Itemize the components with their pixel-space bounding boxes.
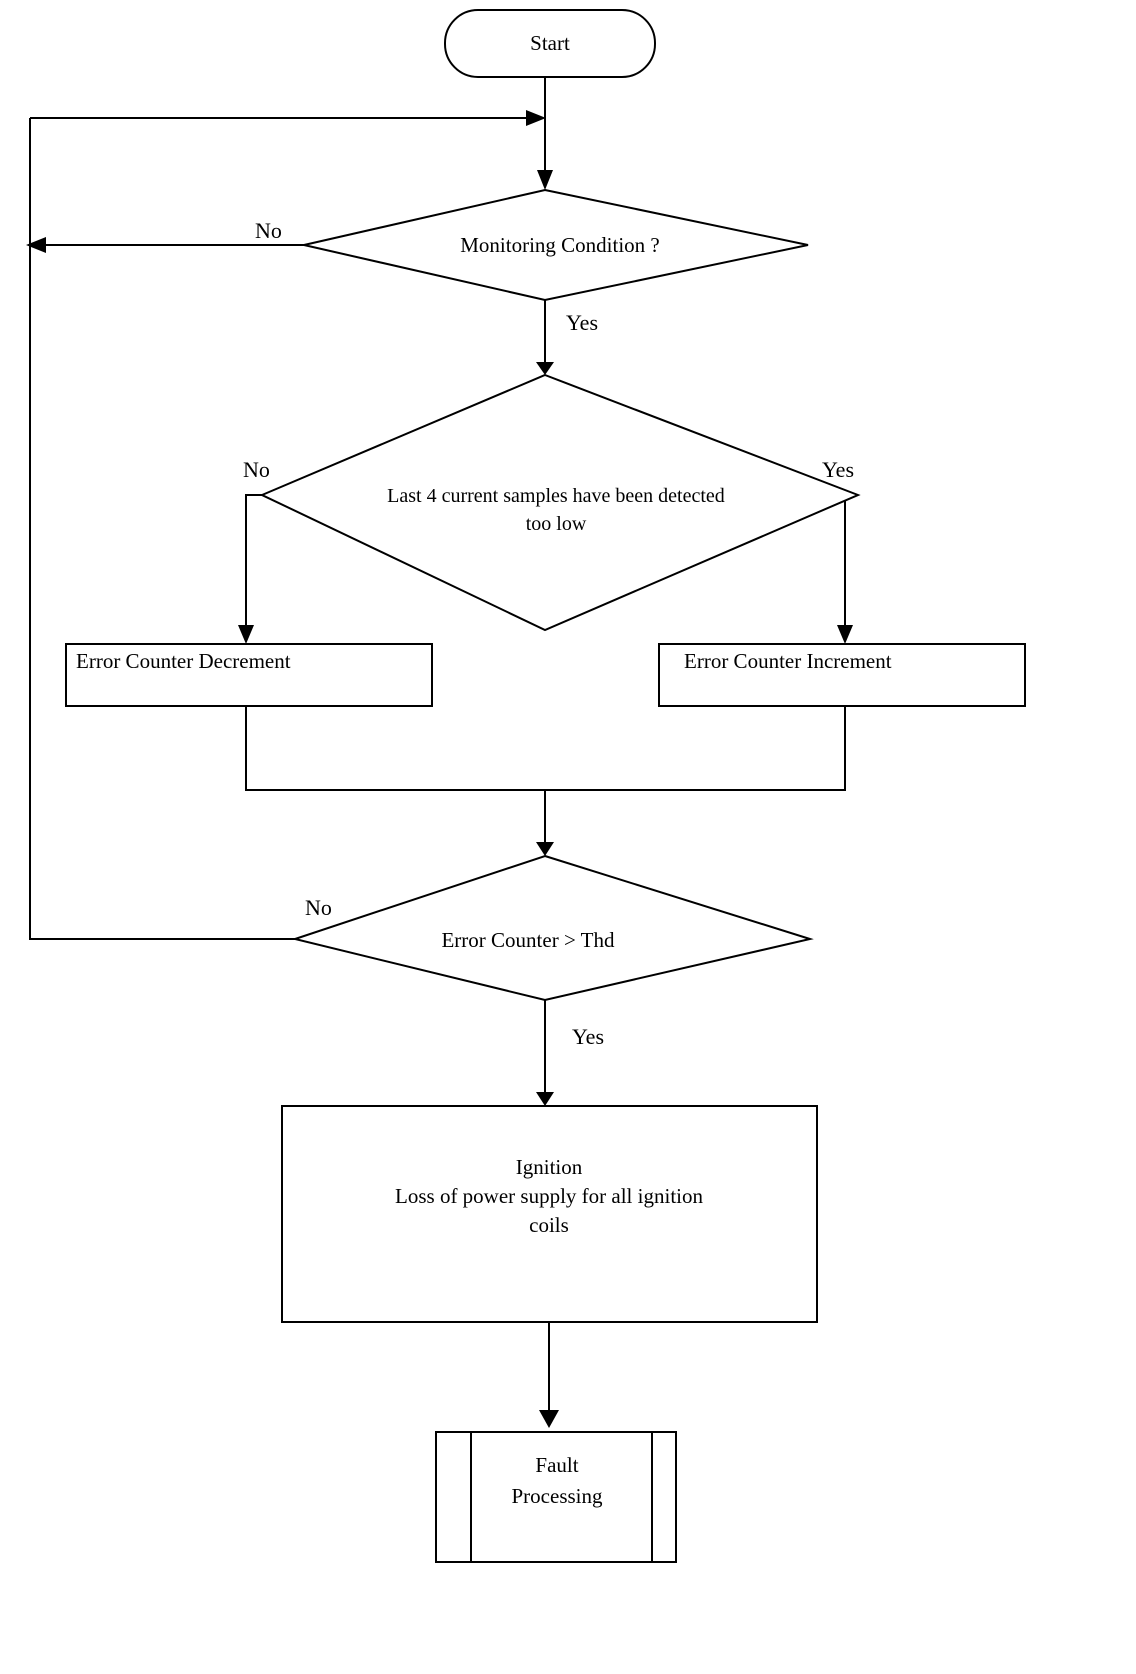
node-start[interactable]: Start [444, 9, 656, 78]
samples-too-low-shape [259, 373, 861, 632]
arrowhead-start-to-monitoring [537, 170, 553, 190]
error-counter-increment-label: Error Counter Increment [684, 649, 892, 673]
samples-too-low-label-line1: Last 4 current samples have been detecte… [387, 485, 725, 507]
node-error-counter-increment[interactable]: Error Counter Increment [658, 643, 1026, 707]
connector-threshold-no [29, 245, 295, 940]
node-error-counter-threshold[interactable]: Error Counter > Thd [291, 854, 814, 1002]
monitoring-condition-shape [303, 188, 809, 302]
start-shape [444, 9, 656, 78]
arrowhead-loop-outer-top [526, 110, 546, 126]
fault-processing-label-line1: Fault [535, 1453, 578, 1477]
error-counter-increment-shape [658, 643, 1026, 707]
samples-too-low-label-line2: too low [526, 513, 587, 535]
arrowhead-merge-to-threshold [536, 842, 554, 856]
arrowhead-threshold-yes [536, 1092, 554, 1106]
arrowhead-monitoring-no [26, 237, 46, 253]
connector-samples-no [245, 494, 262, 630]
error-counter-decrement-shape [65, 643, 433, 707]
connector-counters-merge [245, 706, 846, 791]
node-samples-too-low[interactable]: Last 4 current samples have been detecte… [259, 373, 861, 632]
error-counter-decrement-label: Error Counter Decrement [76, 649, 291, 673]
ignition-loss-label-line2: Loss of power supply for all ignition [395, 1184, 703, 1208]
ignition-loss-shape [281, 1105, 818, 1323]
branch-label-monitoring-yes: Yes [566, 310, 598, 335]
arrowhead-ignition-to-fault [539, 1410, 559, 1428]
ignition-loss-label-line3: coils [529, 1213, 569, 1237]
branch-label-samples-yes: Yes [822, 457, 854, 482]
arrowhead-samples-yes [837, 625, 853, 644]
connector-samples-yes [828, 494, 846, 630]
error-counter-threshold-label: Error Counter > Thd [441, 928, 615, 952]
arrowhead-monitoring-yes [536, 362, 554, 375]
monitoring-condition-label: Monitoring Condition ? [460, 233, 660, 257]
node-fault-processing[interactable]: Fault Processing [435, 1431, 677, 1563]
node-ignition-loss[interactable]: Ignition Loss of power supply for all ig… [281, 1105, 818, 1323]
fault-processing-shape [435, 1431, 677, 1563]
branch-label-samples-no: No [243, 457, 270, 482]
arrowhead-samples-no [238, 625, 254, 644]
start-label: Start [530, 31, 570, 55]
node-error-counter-decrement[interactable]: Error Counter Decrement [65, 643, 433, 707]
fault-processing-label-line2: Processing [512, 1484, 603, 1508]
branch-label-threshold-no: No [305, 895, 332, 920]
node-monitoring-condition[interactable]: Monitoring Condition ? [303, 188, 809, 302]
ignition-loss-label-line1: Ignition [516, 1155, 583, 1179]
error-counter-threshold-shape [291, 854, 814, 1002]
branch-label-monitoring-no: No [255, 218, 282, 243]
branch-label-threshold-yes: Yes [572, 1024, 604, 1049]
